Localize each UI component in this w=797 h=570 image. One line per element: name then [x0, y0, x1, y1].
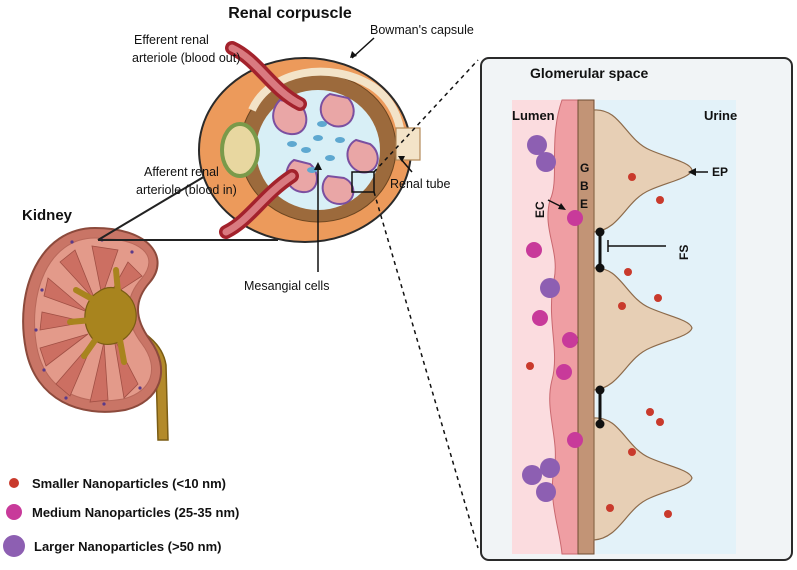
label-ec: EC — [533, 201, 547, 218]
label-afferent-2: arteriole (blood in) — [136, 183, 237, 197]
kidney-illustration — [22, 226, 169, 441]
label-gbe-b: B — [580, 179, 589, 193]
label-efferent-1: Efferent renal — [134, 33, 209, 47]
label-urine: Urine — [704, 108, 737, 123]
calyces — [67, 267, 127, 365]
legend-label-large: Larger Nanoparticles (>50 nm) — [34, 539, 221, 554]
mesangial-cell-dots — [287, 121, 345, 173]
title-renal-corpuscle: Renal corpuscle — [228, 5, 352, 22]
label-lumen: Lumen — [512, 108, 555, 123]
glomerular-panel — [480, 57, 793, 561]
legend-label-medium: Medium Nanoparticles (25-35 nm) — [32, 505, 239, 520]
label-renal-tube: Renal tube — [390, 177, 451, 191]
renal-pyramids — [39, 245, 143, 403]
arrowhead-tube — [398, 156, 405, 162]
renal-corpuscle — [198, 41, 421, 243]
small-nanoparticles — [526, 173, 672, 518]
label-fs: FS — [677, 245, 691, 260]
label-gbe-g: G — [580, 161, 589, 175]
label-ep: EP — [712, 165, 728, 179]
podocytes — [593, 109, 693, 541]
legend-swatch-small — [9, 478, 19, 488]
legend-label-small: Smaller Nanoparticles (<10 nm) — [32, 476, 226, 491]
label-efferent-2: arteriole (blood out) — [132, 51, 240, 65]
legend-swatch-medium — [6, 504, 22, 520]
large-nanoparticles — [522, 135, 560, 502]
label-mesangial-cells: Mesangial cells — [244, 279, 329, 293]
capillary-loops — [272, 92, 379, 206]
label-afferent-1: Afferent renal — [144, 165, 219, 179]
filtration-slits — [595, 227, 605, 429]
title-glomerular-space: Glomerular space — [530, 65, 648, 81]
arrowhead-capsule — [350, 51, 357, 58]
ec-pointer — [547, 199, 561, 207]
zoom-box — [351, 171, 375, 193]
arrowhead-mesangial — [314, 162, 322, 170]
label-gbe-e: E — [580, 197, 588, 211]
zoom-line-top — [373, 59, 479, 173]
medium-nanoparticles — [526, 210, 583, 448]
label-kidney: Kidney — [22, 207, 73, 224]
label-bowmans-capsule: Bowman's capsule — [370, 23, 474, 37]
macula-densa — [220, 122, 260, 178]
ep-arrowhead — [688, 168, 696, 176]
legend: Smaller Nanoparticles (<10 nm) Medium Na… — [3, 476, 239, 557]
legend-swatch-large — [3, 535, 25, 557]
zoom-line-bottom — [373, 191, 479, 549]
renal-tube-start — [395, 127, 421, 161]
kidney-vessel-dots — [34, 238, 142, 406]
